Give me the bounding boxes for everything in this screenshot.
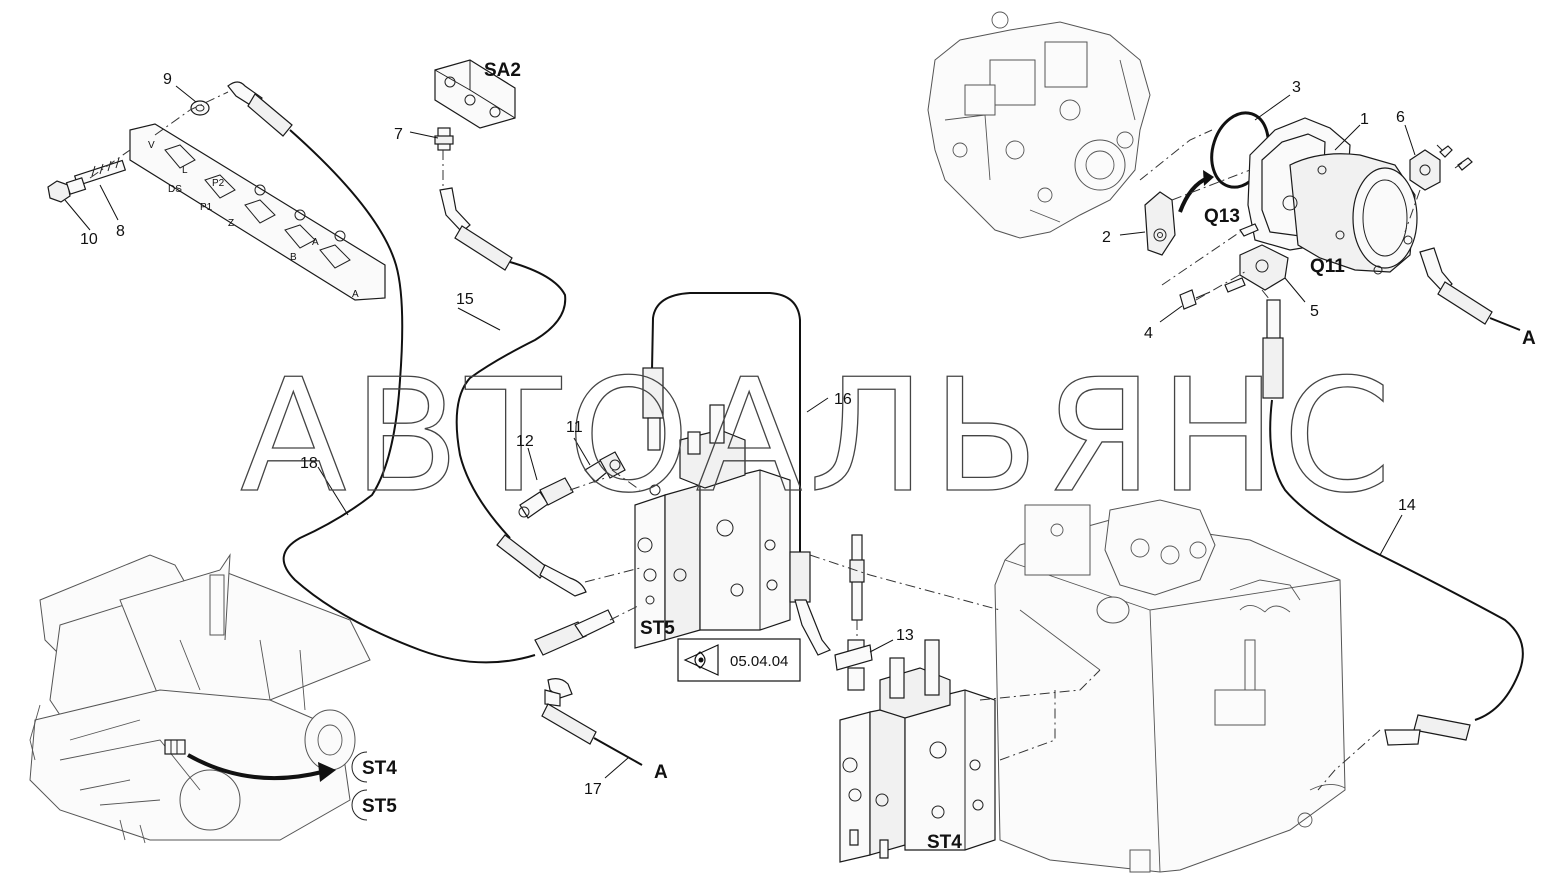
tee-fitting-13	[834, 534, 873, 691]
callout-1: 1	[1360, 111, 1369, 128]
nut-10	[47, 177, 87, 203]
reference-box: 05.04.04	[677, 638, 801, 682]
label-sa2: SA2	[484, 60, 521, 81]
callout-3: 3	[1292, 79, 1301, 96]
valve-block-st4	[839, 639, 996, 863]
legend-st5: ST5	[362, 796, 397, 817]
legend: ST4 ST5	[351, 751, 397, 821]
leader-lines	[64, 85, 1416, 779]
hydraulic-pump-ghost	[927, 11, 1151, 239]
callout-15: 15	[456, 291, 474, 308]
label-q11: Q11	[1310, 256, 1345, 277]
callout-4: 4	[1144, 325, 1153, 342]
straight-fitting-12	[518, 477, 574, 519]
coupling-2	[1144, 191, 1176, 256]
callout-16: 16	[834, 391, 852, 408]
plate-mark-z: Z	[228, 218, 234, 229]
hydraulic-tank-ghost	[994, 499, 1346, 873]
hose-18-fittings	[227, 81, 615, 656]
watermark: АВТОАЛЬЯНС	[240, 345, 1397, 527]
assembly-lines	[89, 91, 1421, 791]
flange-5	[1179, 223, 1289, 310]
label-q13: Q13	[1204, 206, 1240, 227]
block-sa2	[434, 59, 516, 129]
view-eye-icon	[694, 651, 706, 669]
callout-11: 11	[566, 419, 583, 436]
callout-14: 14	[1398, 497, 1416, 514]
hose-16	[651, 292, 801, 555]
legend-st4: ST4	[362, 758, 397, 779]
gear-pump-1	[1247, 117, 1418, 275]
callout-10: 10	[80, 231, 98, 248]
plate-mark-l: L	[182, 165, 188, 176]
callout-18: 18	[300, 455, 318, 472]
hose-18	[282, 129, 536, 664]
label-a-bottom: A	[654, 762, 668, 783]
callout-8: 8	[116, 223, 125, 240]
callout-17: 17	[584, 781, 602, 798]
fitting-7	[434, 127, 454, 151]
hose-17	[541, 678, 643, 766]
component-labels: SA2 Q13 Q11 ST5 ST4 A A	[484, 60, 1536, 853]
hose-15-fittings	[439, 187, 587, 597]
callout-7: 7	[394, 126, 403, 143]
hose-15	[455, 261, 567, 539]
location-arrow	[187, 753, 323, 781]
callout-6: 6	[1396, 109, 1405, 126]
seal-ring-9	[190, 100, 210, 116]
elbow-fitting-11	[584, 451, 626, 483]
flange-6	[1409, 144, 1473, 191]
valve-block-st5	[634, 404, 791, 649]
plate-mark-b: B	[290, 252, 297, 263]
hose-14-fittings	[1262, 299, 1471, 746]
plate-mark-v: V	[148, 140, 155, 151]
callout-9: 9	[163, 71, 172, 88]
label-st5: ST5	[640, 618, 675, 639]
plate-mark-p1: P1	[200, 202, 213, 213]
callout-13: 13	[896, 627, 914, 644]
manifold-plate	[129, 123, 386, 301]
hose-14	[1269, 399, 1524, 721]
plate-markings: V L P2 DS P1 Z A B A	[148, 140, 359, 300]
callout-numbers: 1 2 3 4 5 6 7 8 9 10 11 12 13 14 15 16 1…	[80, 71, 1416, 798]
callout-5: 5	[1310, 303, 1319, 320]
plate-mark-p2: P2	[212, 178, 225, 189]
plate-mark-a1: A	[312, 237, 319, 248]
callout-12: 12	[516, 433, 534, 450]
label-st4: ST4	[927, 832, 962, 853]
paver-overview	[29, 553, 371, 844]
callout-2: 2	[1102, 229, 1111, 246]
reference-code: 05.04.04	[730, 653, 788, 670]
hose-to-a-right	[1419, 247, 1521, 331]
plate-mark-a2: A	[352, 289, 359, 300]
plate-mark-ds: DS	[168, 184, 182, 195]
label-a-right: A	[1522, 328, 1536, 349]
hose-16-fittings	[642, 367, 831, 656]
